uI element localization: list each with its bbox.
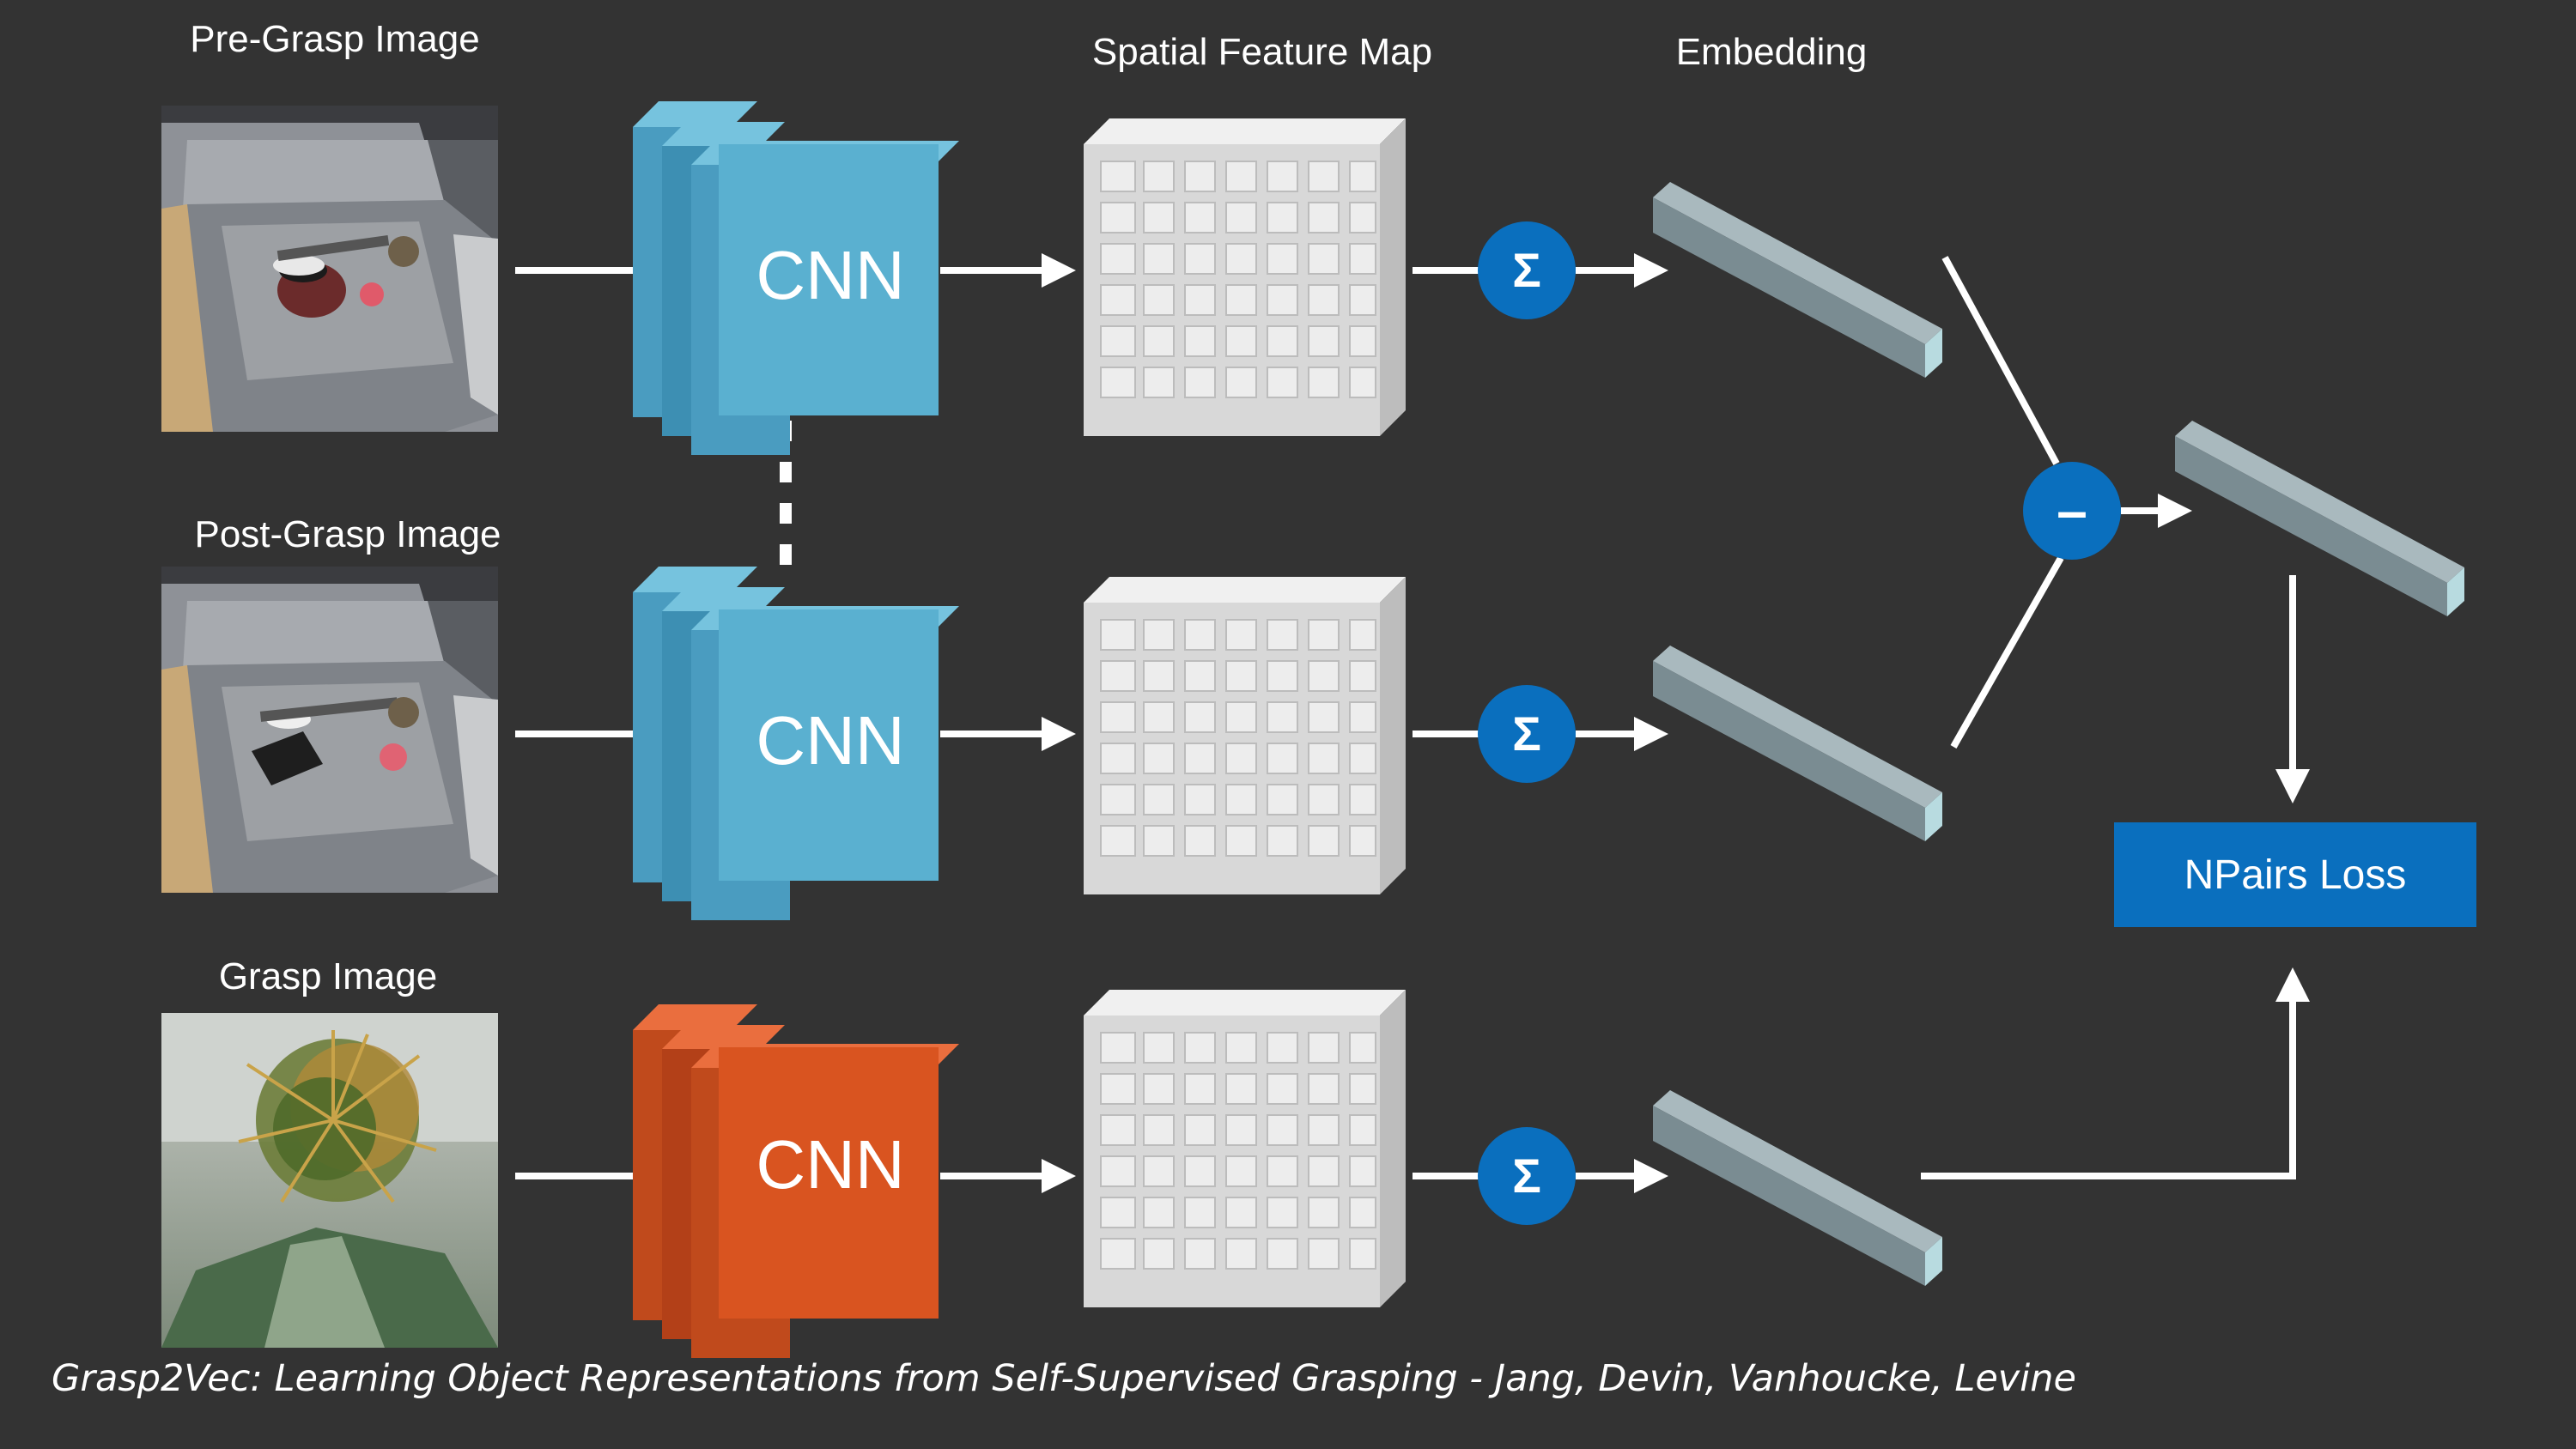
sum-operator-post-grasp: Σ [1478,685,1576,783]
post-grasp-image [161,567,498,893]
embedding-vector-pre-grasp [1653,182,1942,378]
embedding-vector-grasp [1653,1090,1942,1286]
post-grasp-image-label: Post-Grasp Image [194,513,501,555]
pre-grasp-image-label: Pre-Grasp Image [190,18,479,60]
embedding-label: Embedding [1676,31,1868,73]
grasp-embedding-to-loss-arrow [1921,967,2310,1179]
cnn-block-pre-grasp: CNN [633,101,959,455]
pre-grasp-image [161,106,498,432]
grasp-image-label: Grasp Image [219,955,437,997]
grasp-image [161,1013,498,1348]
paper-citation-caption: Grasp2Vec: Learning Object Representatio… [52,1357,2076,1400]
embedding-vector-difference [2175,421,2464,616]
spatial-feature-map-label: Spatial Feature Map [1092,31,1432,73]
minus-operator: – [2023,462,2121,560]
feature-to-sum-lines [1413,267,1481,1179]
spatial-feature-map-post-grasp [1083,576,1406,895]
sum-symbol: Σ [1512,706,1541,761]
sum-operator-pre-grasp: Σ [1478,221,1576,319]
embedding-vector-post-grasp [1653,646,1942,841]
cnn-to-feature-arrows [940,253,1076,1193]
cnn-label: CNN [756,237,904,313]
sum-symbol: Σ [1512,1149,1541,1203]
sum-symbol: Σ [1512,243,1541,297]
spatial-feature-map-grasp [1083,989,1406,1308]
cnn-block-grasp: CNN [633,1004,959,1358]
input-connectors [515,267,635,1179]
cnn-label: CNN [756,1126,904,1203]
cnn-label: CNN [756,702,904,779]
npairs-loss-label: NPairs Loss [2184,852,2407,898]
cnn-block-post-grasp: CNN [633,567,959,920]
spatial-feature-map-pre-grasp [1083,118,1406,437]
minus-symbol: – [2057,480,2087,542]
difference-connectors [1941,256,2064,749]
npairs-loss-box: NPairs Loss [2114,822,2476,927]
sum-operator-grasp: Σ [1478,1127,1576,1225]
sum-to-embedding-arrows [1576,253,1668,1193]
